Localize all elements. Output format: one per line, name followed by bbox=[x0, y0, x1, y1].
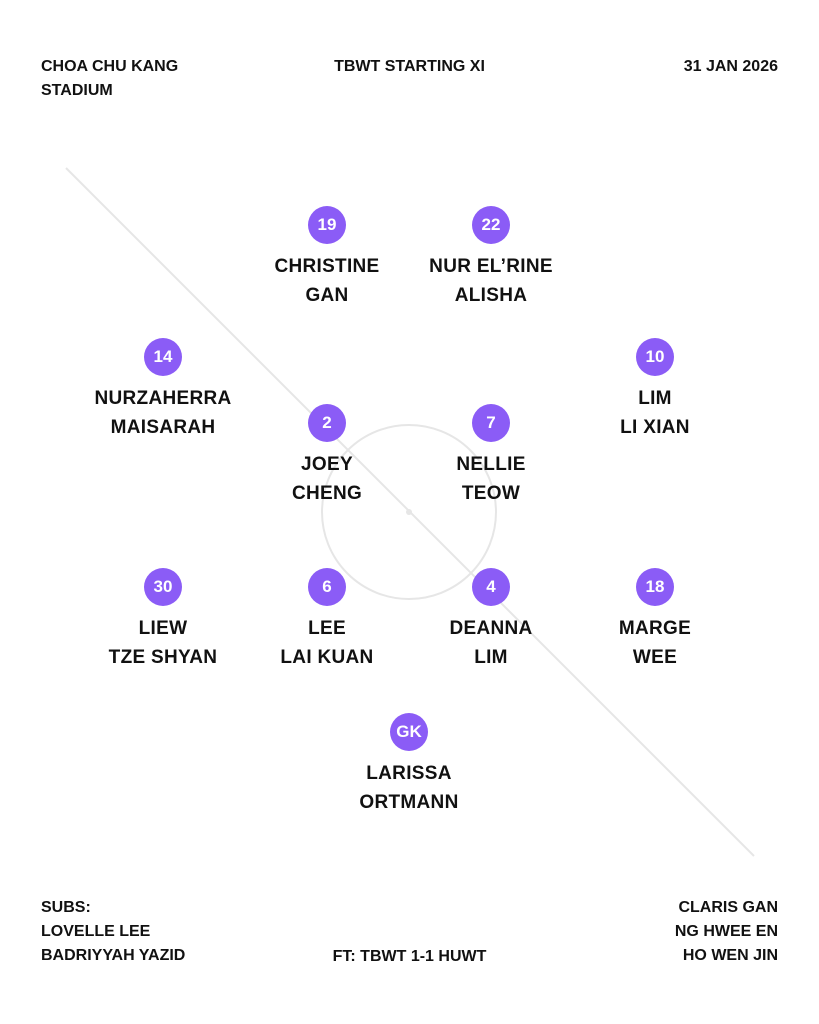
page-title: TBWT STARTING XI bbox=[334, 58, 485, 75]
player-first-name: LARISSA bbox=[366, 763, 452, 784]
center-spot bbox=[406, 509, 412, 515]
player-last-name: LAI KUAN bbox=[280, 647, 374, 668]
final-score: FT: TBWT 1-1 HUWT bbox=[332, 948, 487, 965]
player-last-name: ORTMANN bbox=[359, 792, 459, 813]
player-first-name: LEE bbox=[308, 618, 346, 639]
shirt-number-badge: 2 bbox=[308, 404, 346, 442]
subs-list-left: SUBS: LOVELLE LEE BADRIYYAH YAZID bbox=[41, 896, 185, 968]
player-first-name: NELLIE bbox=[456, 454, 526, 475]
shirt-number-badge: 18 bbox=[636, 568, 674, 606]
player-first-name: NURZAHERRA bbox=[94, 388, 232, 409]
player-last-name: LI XIAN bbox=[620, 417, 690, 438]
player-first-name: JOEY bbox=[301, 454, 353, 475]
sub-name: NG HWEE EN bbox=[674, 923, 778, 940]
shirt-number-badge: 4 bbox=[472, 568, 510, 606]
shirt-number-badge: 14 bbox=[144, 338, 182, 376]
shirt-number-badge: 10 bbox=[636, 338, 674, 376]
shirt-number-badge: 6 bbox=[308, 568, 346, 606]
goalkeeper: GK LARISSA ORTMANN bbox=[309, 713, 509, 817]
sub-name: CLARIS GAN bbox=[678, 899, 778, 916]
shirt-number-badge: 30 bbox=[144, 568, 182, 606]
player-first-name: CHRISTINE bbox=[274, 256, 380, 277]
player-first-name: LIM bbox=[638, 388, 672, 409]
player-first-name: DEANNA bbox=[449, 618, 533, 639]
venue-line-1: CHOA CHU KANG bbox=[41, 58, 179, 75]
sub-name: HO WEN JIN bbox=[682, 947, 778, 964]
player-last-name: LIM bbox=[474, 647, 508, 668]
shirt-number-badge: 7 bbox=[472, 404, 510, 442]
player-last-name: TEOW bbox=[461, 483, 521, 504]
subs-label: SUBS: bbox=[41, 899, 91, 916]
player-last-name: WEE bbox=[632, 647, 678, 668]
player-last-name: TZE SHYAN bbox=[108, 647, 218, 668]
shirt-number-badge: GK bbox=[390, 713, 428, 751]
venue-line-2: STADIUM bbox=[41, 82, 113, 99]
shirt-number-badge: 22 bbox=[472, 206, 510, 244]
player-last-name: GAN bbox=[305, 285, 349, 306]
player-first-name: LIEW bbox=[138, 618, 188, 639]
player-last-name: CHENG bbox=[291, 483, 363, 504]
player-last-name: MAISARAH bbox=[110, 417, 216, 438]
venue: CHOA CHU KANG STADIUM bbox=[41, 55, 178, 103]
sub-name: BADRIYYAH YAZID bbox=[41, 947, 186, 964]
match-date: 31 JAN 2026 bbox=[683, 58, 778, 75]
subs-list-right: CLARIS GAN NG HWEE EN HO WEN JIN bbox=[675, 896, 778, 968]
sub-name: LOVELLE LEE bbox=[41, 923, 151, 940]
shirt-number-badge: 19 bbox=[308, 206, 346, 244]
player-first-name: NUR EL’RINE bbox=[429, 256, 553, 277]
player-last-name: ALISHA bbox=[454, 285, 528, 306]
player-first-name: MARGE bbox=[618, 618, 692, 639]
center-circle bbox=[321, 424, 497, 600]
